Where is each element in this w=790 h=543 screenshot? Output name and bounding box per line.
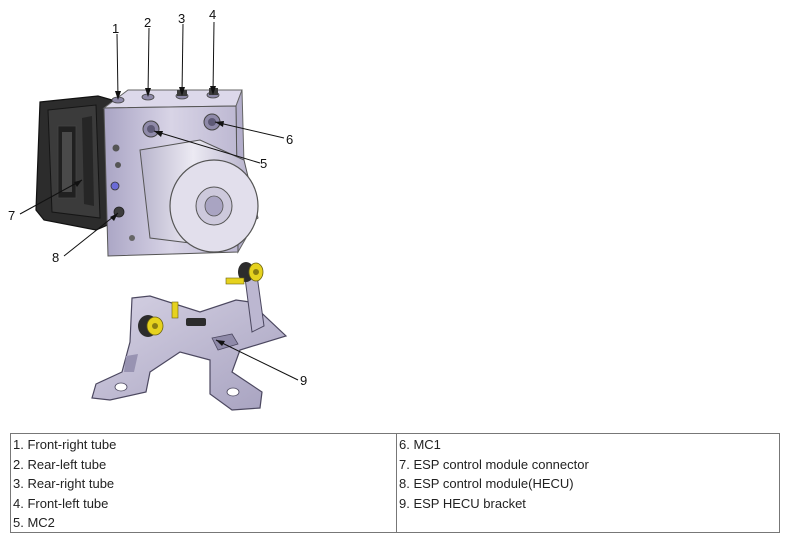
legend-left-column: 1. Front-right tube 2. Rear-left tube 3.… xyxy=(11,434,397,532)
motor-cylinder xyxy=(139,139,259,253)
arrowheads xyxy=(74,86,225,346)
legend-item-2: 2. Rear-left tube xyxy=(13,456,107,472)
callout-4: 4 xyxy=(209,7,216,22)
legend-item-1: 1. Front-right tube xyxy=(13,437,117,452)
legend-item-5: 5. MC2 xyxy=(13,515,55,530)
callout-5: 5 xyxy=(260,156,267,171)
callout-6: 6 xyxy=(286,132,293,147)
hecu-bracket xyxy=(91,262,288,411)
legend-item-8: 8. ESP control module(HECU) xyxy=(399,476,574,491)
legend-item-9: 9. ESP HECU bracket xyxy=(399,495,526,511)
legend-right-column: 6. MC1 7. ESP control module connector 8… xyxy=(397,434,779,532)
hecu-module xyxy=(35,88,259,257)
callout-3: 3 xyxy=(178,11,185,26)
legend-item-6: 6. MC1 xyxy=(399,437,441,452)
legend-item-4: 4. Front-left tube xyxy=(13,495,109,511)
highlight-port xyxy=(110,181,120,191)
legend-table: 1. Front-right tube 2. Rear-left tube 3.… xyxy=(10,433,780,533)
leader-lines xyxy=(19,21,299,381)
callout-7: 7 xyxy=(8,208,15,223)
callout-1: 1 xyxy=(112,21,119,36)
legend-item-7: 7. ESP control module connector xyxy=(399,456,589,472)
callout-8: 8 xyxy=(52,250,59,265)
control-module-connector xyxy=(35,95,113,231)
esp-hecu-diagram: 1 2 3 4 5 6 7 8 9 xyxy=(8,7,307,411)
callout-2: 2 xyxy=(144,15,151,30)
legend-item-3: 3. Rear-right tube xyxy=(13,476,115,491)
callout-9: 9 xyxy=(300,373,307,388)
